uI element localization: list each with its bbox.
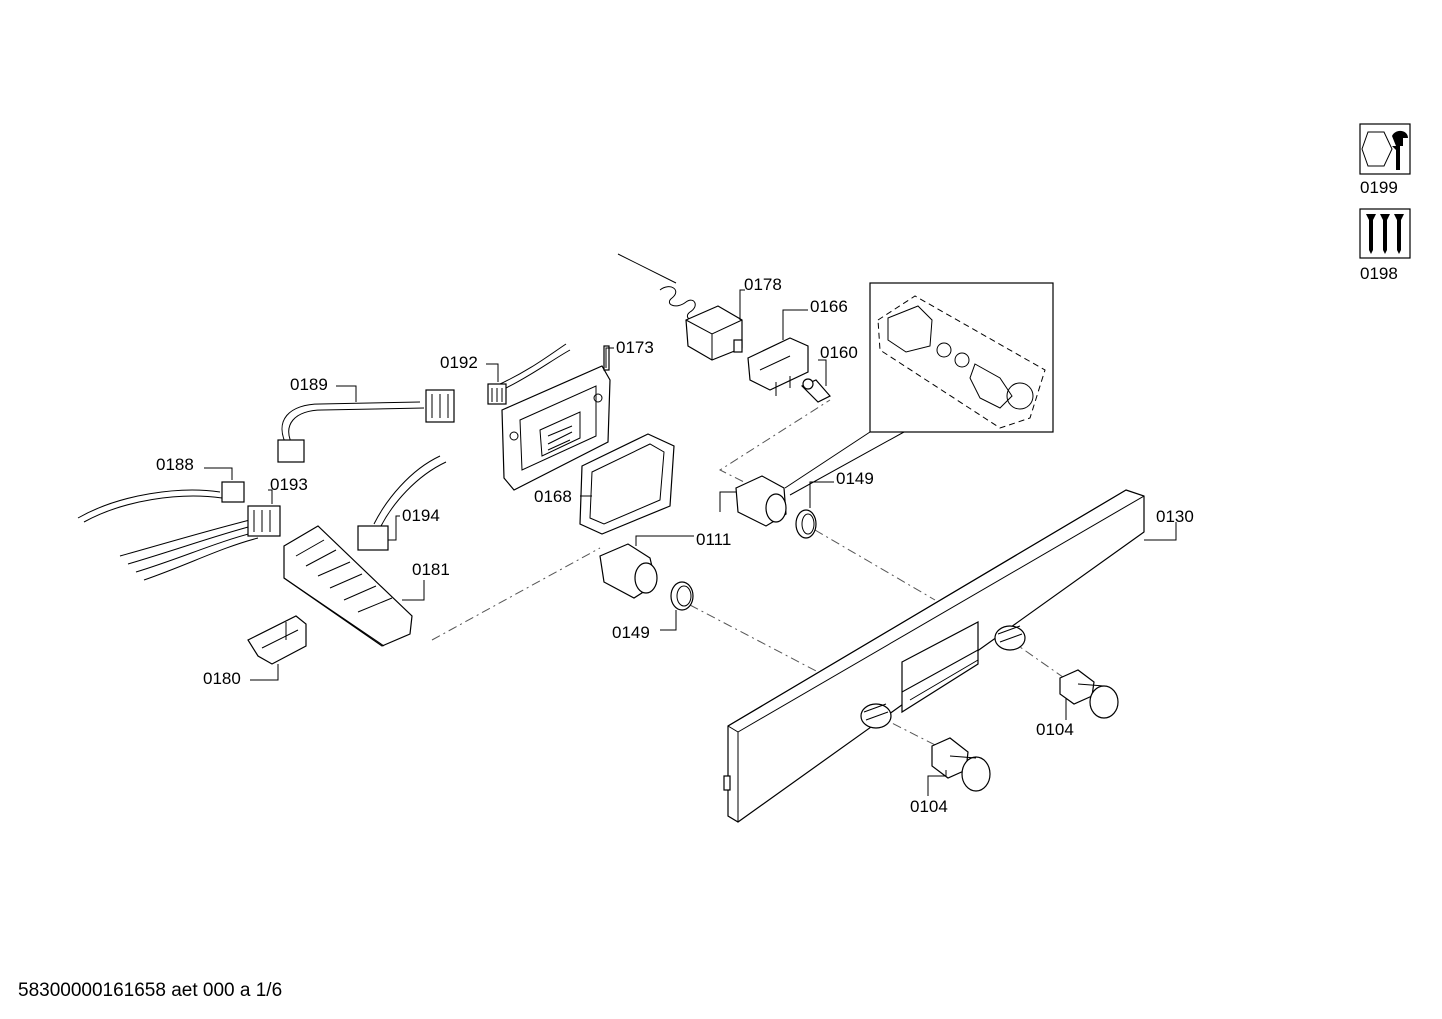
- part-0168-frame[interactable]: [579, 433, 675, 535]
- part-0180-clip[interactable]: [247, 615, 307, 665]
- label-0173: 0173: [616, 338, 654, 357]
- part-0193-terminal-block[interactable]: [119, 505, 281, 581]
- part-0111-upper-drive[interactable]: [735, 475, 787, 527]
- part-0181-terminal-rail[interactable]: [283, 525, 413, 647]
- label-0104-left: 0104: [910, 797, 948, 816]
- part-0178-thermostat[interactable]: [617, 253, 743, 361]
- label-0111: 0111: [696, 530, 731, 549]
- label-0181: 0181: [412, 560, 450, 579]
- part-0104-right-knob[interactable]: [1059, 669, 1119, 719]
- part-0166-bracket[interactable]: [747, 337, 809, 396]
- part-0130-control-panel[interactable]: [723, 489, 1145, 823]
- label-0168: 0168: [534, 487, 572, 506]
- document-id: 58300000161658 aet 000 a 1/6: [18, 980, 283, 1001]
- label-0166: 0166: [810, 297, 848, 316]
- label-0194: 0194: [402, 506, 440, 525]
- part-0160-lamp[interactable]: [800, 378, 831, 403]
- tool-kit-icon[interactable]: [1359, 123, 1411, 175]
- inset-detail-box: [784, 282, 1054, 496]
- part-0189-harness[interactable]: [277, 389, 455, 463]
- tool-kit-label: 0199: [1360, 178, 1398, 197]
- part-0104-left-knob[interactable]: [931, 737, 991, 792]
- label-0192: 0192: [440, 353, 478, 372]
- part-0149-lower-ring[interactable]: [670, 581, 694, 611]
- part-0149-upper-ring[interactable]: [795, 509, 817, 539]
- part-0188-connector[interactable]: [77, 481, 245, 523]
- screw-set-label: 0198: [1360, 264, 1398, 283]
- label-0130: 0130: [1156, 507, 1194, 526]
- label-0178: 0178: [744, 275, 782, 294]
- label-0189: 0189: [290, 375, 328, 394]
- label-0180: 0180: [203, 669, 241, 688]
- part-0111-lower-drive[interactable]: [599, 543, 658, 599]
- label-0104-right: 0104: [1036, 720, 1074, 739]
- label-0149-upper: 0149: [836, 469, 874, 488]
- part-0194-wire[interactable]: [357, 455, 447, 551]
- label-0160: 0160: [820, 343, 858, 362]
- label-0149-lower: 0149: [612, 623, 650, 642]
- part-0192-connector[interactable]: [487, 343, 571, 405]
- label-0193: 0193: [270, 475, 308, 494]
- label-0188: 0188: [156, 455, 194, 474]
- screw-set-icon[interactable]: [1359, 208, 1411, 259]
